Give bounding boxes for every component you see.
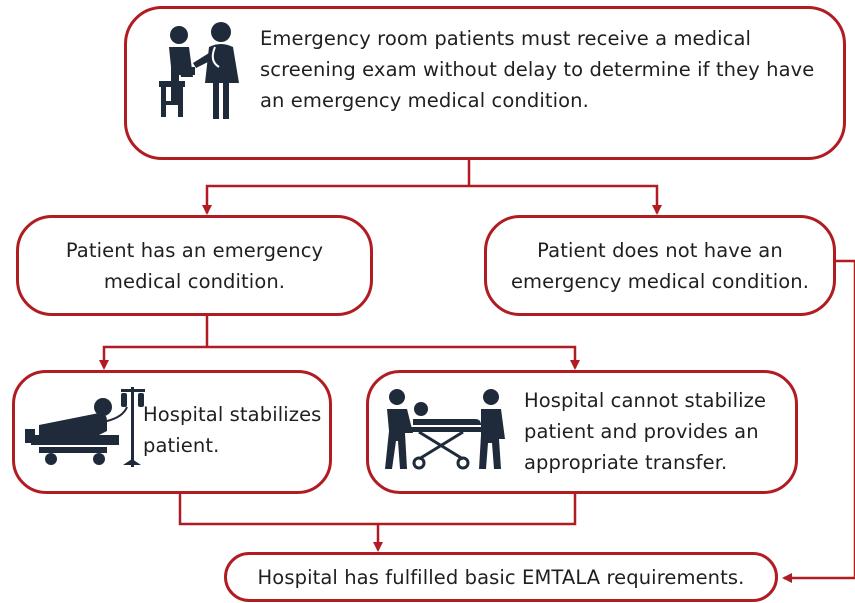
node-medical-screening: Emergency room patients must receive a m…: [124, 6, 846, 160]
connector-to-stabilizes: [99, 345, 207, 370]
node-hospital-transfer: Hospital cannot stabilize patient and pr…: [366, 370, 798, 494]
node-no-emergency-condition: Patient does not have an emergency medic…: [484, 215, 836, 316]
connector-to-transfer: [207, 345, 580, 370]
no-condition-text: Patient does not have an emergency medic…: [510, 238, 810, 293]
stabilizes-text: Hospital stabilizes patient.: [143, 403, 322, 457]
patient-in-hospital-bed-iv-icon: [25, 387, 145, 467]
screening-text: Emergency room patients must receive a m…: [260, 27, 815, 112]
connector-transfer-down: [378, 494, 577, 526]
connector-to-no-condition: [469, 184, 662, 215]
node-emtala-fulfilled: Hospital has fulfilled basic EMTALA requ…: [224, 552, 778, 602]
connector-stabilizes-down: [178, 494, 378, 526]
transfer-text: Hospital cannot stabilize patient and pr…: [524, 389, 767, 474]
doctor-examining-patient-icon: [159, 22, 239, 119]
has-condition-text: Patient has an emergency medical conditi…: [65, 238, 324, 293]
node-has-emergency-condition: Patient has an emergency medical conditi…: [16, 215, 373, 316]
connector-to-has-condition: [202, 184, 469, 215]
stretcher-transport-icon: [385, 389, 505, 470]
connector-no-condition-side: [782, 259, 855, 583]
fulfilled-text: Hospital has fulfilled basic EMTALA requ…: [257, 565, 745, 589]
node-hospital-stabilizes: Hospital stabilizes patient.: [12, 370, 332, 494]
